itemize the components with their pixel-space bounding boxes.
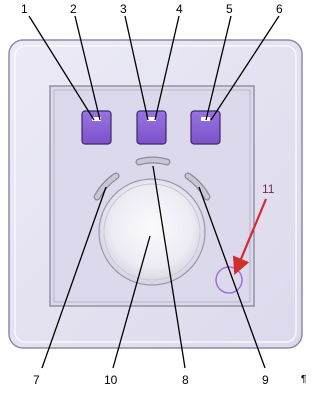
callout-8: 8 [182,373,189,387]
callout-2: 2 [70,2,77,16]
indicator-top-inner [136,157,170,165]
button-center[interactable] [136,110,167,145]
leader-3 [124,15,149,121]
callout-6: 6 [276,2,283,16]
leader-9 [198,186,266,369]
callout-10: 10 [104,373,118,387]
leader-7 [41,186,107,369]
button-right[interactable] [190,110,221,145]
led-right [201,117,210,121]
led-left [92,117,101,121]
callout-9: 9 [262,373,269,387]
knob-outer[interactable] [98,178,206,286]
inner-panel-frame [53,89,251,303]
highlight-circle [215,266,243,294]
leader-lines [28,15,280,369]
indicator-left-inner [94,173,119,200]
callout-4: 4 [176,2,183,16]
outer-plate-inner-bevel [14,45,297,343]
leader-5 [205,15,232,121]
leader-8 [152,165,186,369]
leader-6 [210,15,280,121]
callout-11: 11 [262,182,275,196]
leader-2 [74,15,101,121]
callout-7: 7 [33,373,40,387]
knob-ring [103,183,201,281]
leader-10 [112,235,151,369]
button-left[interactable] [81,110,112,145]
callout-5: 5 [226,2,233,16]
callout-3: 3 [120,2,127,16]
callout-1: 1 [21,2,28,16]
leader-4 [154,15,180,121]
arrow-11 [232,198,268,276]
paragraph-mark: ¶ [301,374,307,385]
leader-1 [28,15,95,121]
indicator-right-inner [185,173,210,200]
led-center [147,117,156,121]
